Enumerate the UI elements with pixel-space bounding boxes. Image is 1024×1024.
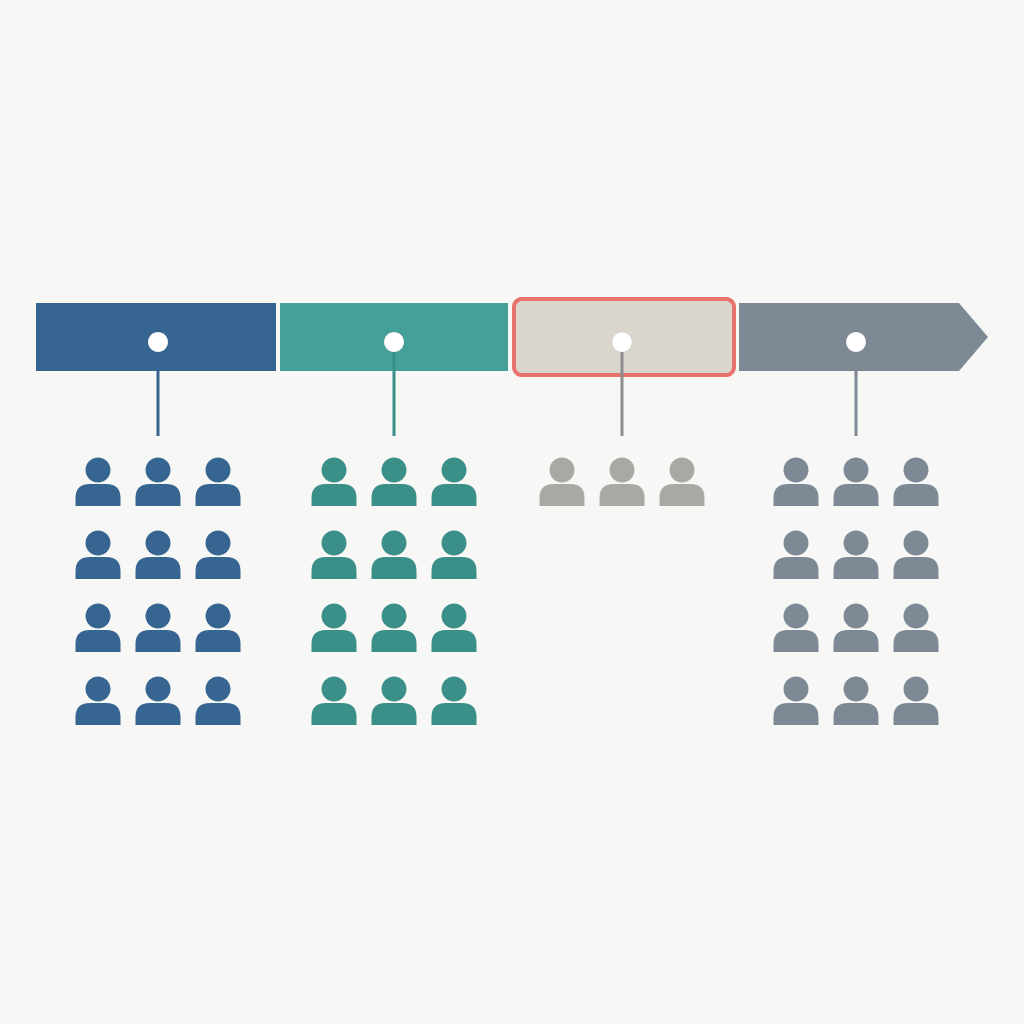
person-icon bbox=[893, 676, 939, 725]
person-icon bbox=[75, 530, 121, 579]
person-icon bbox=[135, 457, 181, 506]
person-icon bbox=[773, 676, 819, 725]
person-icon bbox=[75, 603, 121, 652]
person-icon bbox=[371, 457, 417, 506]
person-icon bbox=[195, 457, 241, 506]
connectors bbox=[147, 331, 867, 436]
timeline-node bbox=[611, 331, 633, 353]
person-icon bbox=[311, 457, 357, 506]
person-icon bbox=[195, 603, 241, 652]
person-icon bbox=[431, 676, 477, 725]
person-icon bbox=[371, 676, 417, 725]
people-group-3 bbox=[539, 457, 705, 506]
person-icon bbox=[75, 676, 121, 725]
people-groups bbox=[75, 457, 939, 725]
person-icon bbox=[833, 676, 879, 725]
timeline-node bbox=[383, 331, 405, 353]
person-icon bbox=[833, 530, 879, 579]
person-icon bbox=[659, 457, 705, 506]
person-icon bbox=[75, 457, 121, 506]
person-icon bbox=[311, 676, 357, 725]
person-icon bbox=[371, 530, 417, 579]
timeline-node bbox=[147, 331, 169, 353]
people-group-1 bbox=[75, 457, 241, 725]
timeline-node bbox=[845, 331, 867, 353]
person-icon bbox=[893, 457, 939, 506]
person-icon bbox=[431, 603, 477, 652]
person-icon bbox=[195, 676, 241, 725]
person-icon bbox=[311, 530, 357, 579]
person-icon bbox=[599, 457, 645, 506]
person-icon bbox=[893, 603, 939, 652]
person-icon bbox=[773, 603, 819, 652]
person-icon bbox=[311, 603, 357, 652]
person-icon bbox=[135, 530, 181, 579]
timeline-bar bbox=[36, 297, 988, 377]
person-icon bbox=[431, 457, 477, 506]
person-icon bbox=[135, 676, 181, 725]
person-icon bbox=[539, 457, 585, 506]
people-group-4 bbox=[773, 457, 939, 725]
people-group-2 bbox=[311, 457, 477, 725]
person-icon bbox=[195, 530, 241, 579]
person-icon bbox=[431, 530, 477, 579]
person-icon bbox=[135, 603, 181, 652]
person-icon bbox=[773, 457, 819, 506]
person-icon bbox=[893, 530, 939, 579]
person-icon bbox=[833, 603, 879, 652]
person-icon bbox=[371, 603, 417, 652]
person-icon bbox=[773, 530, 819, 579]
person-icon bbox=[833, 457, 879, 506]
